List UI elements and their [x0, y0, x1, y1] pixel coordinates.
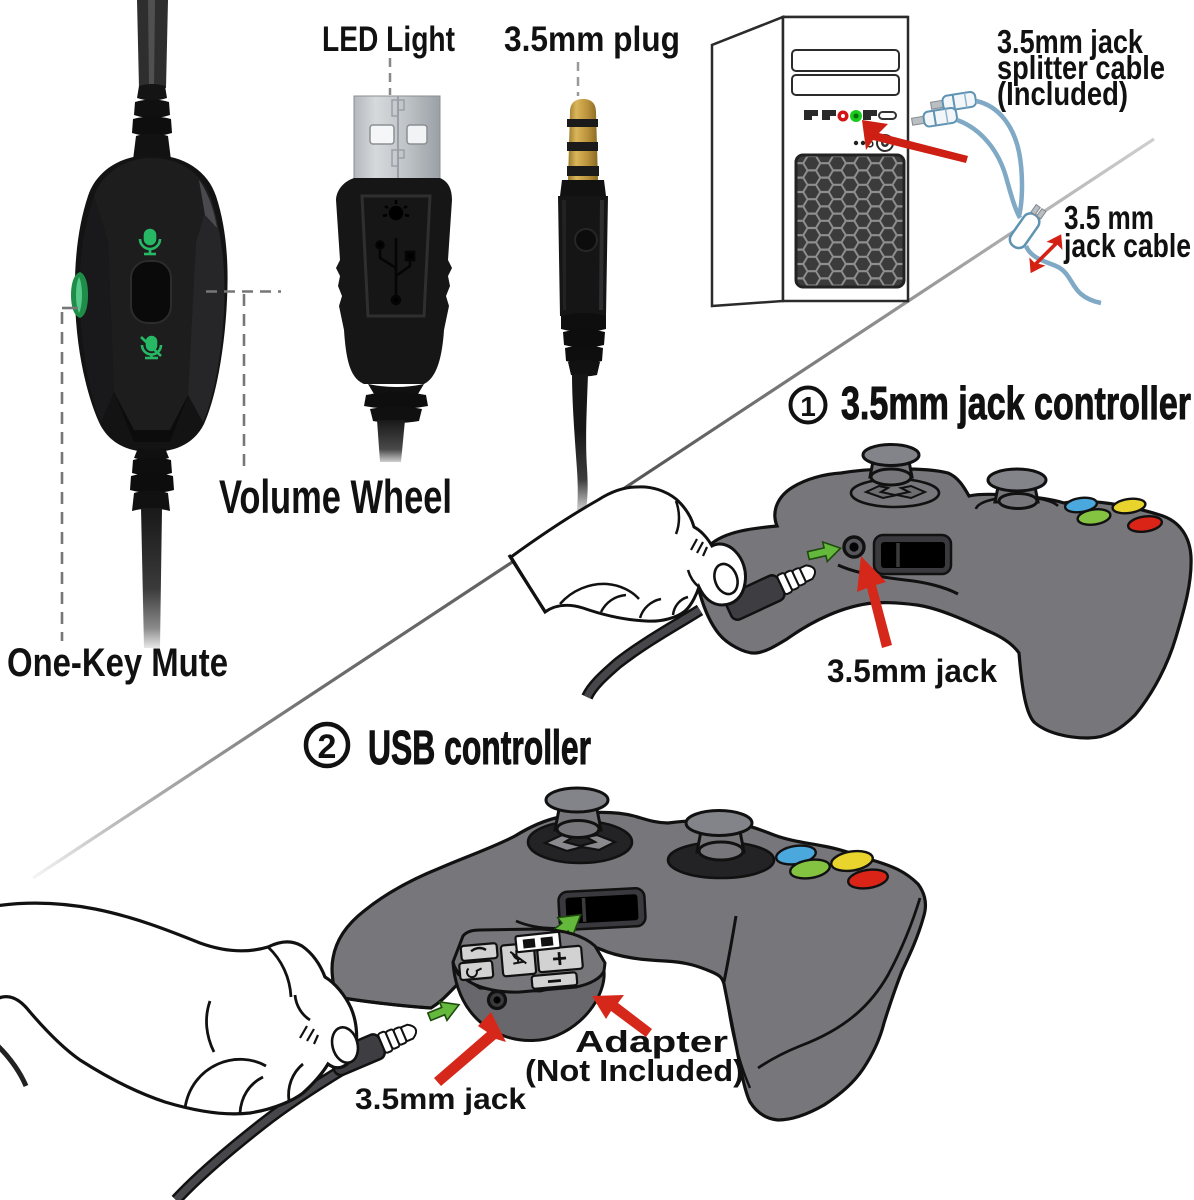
svg-text:3.5mm jack: 3.5mm jack: [355, 1083, 526, 1116]
svg-text:1: 1: [800, 391, 816, 422]
svg-text:USB controller: USB controller: [368, 722, 591, 775]
svg-text:3.5mm jack: 3.5mm jack: [997, 23, 1144, 60]
svg-text:2: 2: [318, 728, 337, 766]
svg-text:3.5mm jack: 3.5mm jack: [827, 653, 997, 689]
svg-text:One-Key Mute: One-Key Mute: [7, 641, 228, 685]
svg-text:Volume Wheel: Volume Wheel: [219, 470, 452, 523]
svg-text:3.5mm jack controller: 3.5mm jack controller: [841, 377, 1191, 429]
svg-text:(Included): (Included): [997, 75, 1128, 112]
svg-text:splitter cable: splitter cable: [997, 49, 1165, 86]
svg-text:Adapter: Adapter: [575, 1024, 728, 1059]
svg-text:LED Light: LED Light: [322, 20, 455, 59]
svg-text:(Not Included): (Not Included): [525, 1053, 744, 1088]
svg-text:3.5mm plug: 3.5mm plug: [504, 20, 680, 59]
svg-text:jack cable: jack cable: [1063, 227, 1191, 264]
svg-text:3.5 mm: 3.5 mm: [1064, 199, 1154, 236]
